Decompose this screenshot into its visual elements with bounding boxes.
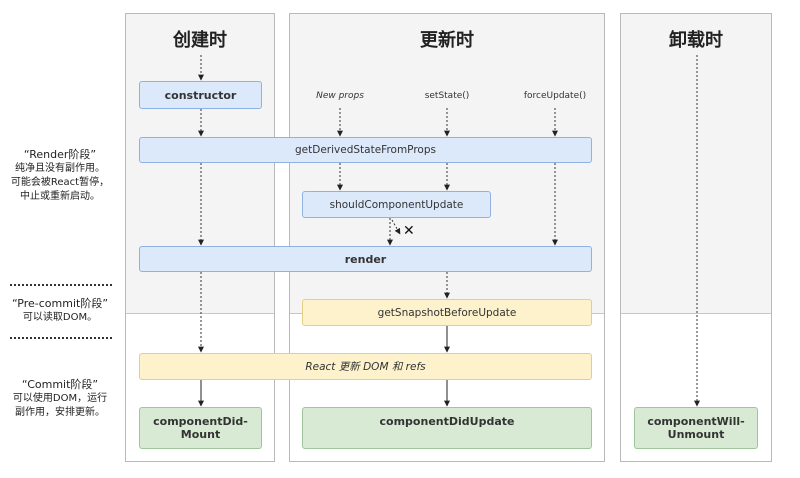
- precommit-phase-line-1: 可以读取DOM。: [22, 312, 98, 323]
- component-did-update-box: componentDidUpdate: [302, 407, 592, 449]
- component-did-mount-box: componentDid- Mount: [139, 407, 262, 449]
- phase-divider-line: [621, 313, 771, 314]
- precommit-phase-label: “Pre-commit阶段” 可以读取DOM。: [0, 297, 120, 325]
- did-mount-line-2: Mount: [180, 428, 221, 441]
- precommit-phase-title: “Pre-commit阶段”: [11, 297, 109, 310]
- mounting-title: 创建时: [173, 30, 227, 51]
- arrow-should-to-cross: [391, 219, 401, 235]
- trigger-new-props: New props: [316, 91, 364, 101]
- get-derived-state-box: getDerivedStateFromProps: [139, 137, 592, 163]
- get-snapshot-box: getSnapshotBeforeUpdate: [302, 299, 592, 326]
- render-phase-title: “Render阶段”: [23, 148, 97, 161]
- render-phase-label: “Render阶段” 纯净且没有副作用。 可能会被React暂停， 中止或重新启…: [0, 148, 120, 204]
- commit-phase-label: “Commit阶段” 可以使用DOM，运行 副作用，安排更新。: [0, 378, 120, 420]
- render-phase-line-3: 中止或重新启动。: [20, 191, 100, 202]
- constructor-box: constructor: [139, 81, 262, 109]
- phase-divider-line: [126, 313, 274, 314]
- unmounting-title: 卸载时: [669, 30, 723, 51]
- react-updates-dom-box: React 更新 DOM 和 refs: [139, 353, 592, 380]
- trigger-force-update: forceUpdate(): [523, 91, 587, 101]
- phase-separator-bottom: [10, 337, 112, 339]
- trigger-set-state: setState(): [424, 91, 470, 101]
- did-mount-line-1: componentDid-: [153, 415, 248, 428]
- updating-title: 更新时: [420, 30, 474, 51]
- will-unmount-line-2: Unmount: [667, 428, 725, 441]
- render-box: render: [139, 246, 592, 272]
- component-will-unmount-box: componentWill- Unmount: [634, 407, 758, 449]
- phase-separator-top: [10, 284, 112, 286]
- commit-phase-line-1: 可以使用DOM，运行: [12, 393, 108, 404]
- commit-phase-line-2: 副作用，安排更新。: [15, 407, 105, 418]
- will-unmount-line-1: componentWill-: [647, 415, 745, 428]
- render-phase-line-2: 可能会被React暂停，: [10, 177, 110, 188]
- cross-icon: ✕: [403, 223, 415, 239]
- render-phase-line-1: 纯净且没有副作用。: [15, 163, 105, 174]
- should-component-update-box: shouldComponentUpdate: [302, 191, 491, 218]
- commit-phase-title: “Commit阶段”: [21, 378, 99, 391]
